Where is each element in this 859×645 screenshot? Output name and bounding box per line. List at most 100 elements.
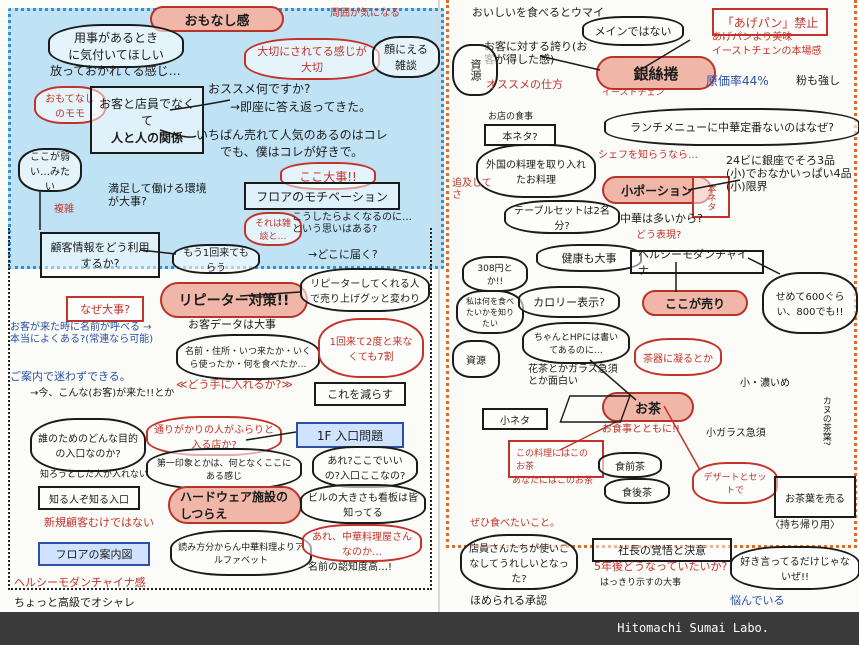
note-daiichi-inshou: 第一印象とかは、何となくここにある感じ bbox=[146, 448, 302, 490]
note-youji-2: に気付いてほしい bbox=[68, 48, 164, 62]
note-zehi: ぜひ食べたいこと。 bbox=[470, 518, 560, 529]
note-shokuji-tomoni: お食事とともに!! bbox=[602, 424, 681, 435]
note-floor-motivation: フロアのモチベーション bbox=[244, 182, 400, 210]
note-agepan-yori: あげパンより美味 bbox=[712, 32, 793, 43]
note-manzoku: 満足して働ける環境が大事? bbox=[108, 182, 207, 209]
note-shuui: 周囲が気になる bbox=[330, 8, 400, 19]
note-fukuzatsu: 複雑 bbox=[54, 204, 74, 215]
note-chotto-koukyu: ちょっと高級でオシャレ bbox=[14, 596, 135, 609]
note-nayande: 悩んでいる bbox=[730, 594, 785, 607]
note-dou-hyougen: どう表現? bbox=[636, 230, 682, 241]
note-sokuza: →即座に答え返ってきた。 bbox=[230, 100, 372, 114]
note-tsuikyu: 追及してさ bbox=[452, 178, 492, 201]
note-homerareru: ほめられる承認 bbox=[470, 594, 547, 607]
note-hokori: お客に対する誇り(お客が得した感) bbox=[484, 40, 588, 67]
note-eastchen: イーストチェン bbox=[602, 88, 665, 98]
note-calorie: カロリー表示? bbox=[518, 286, 620, 318]
note-honneta-1: 本ネタ? bbox=[484, 124, 556, 146]
note-kacha: 花茶とかガラス急須とか面白い bbox=[528, 364, 618, 387]
note-kou-shitara: こうしたらよくなるのに…という思いはある? bbox=[292, 212, 412, 235]
ginshijuan-pill: 銀絲捲 bbox=[596, 56, 716, 90]
page-divider bbox=[438, 0, 440, 612]
omotenashi-pill: おもなし感 bbox=[150, 6, 284, 32]
repeater-pill: リピーター対策!! bbox=[160, 282, 308, 318]
note-namae-yoberu: お客が来た時に名前が呼べる → 本当によくある?(常連なら可能) bbox=[10, 322, 154, 345]
note-healthy-modern: ヘルシーモダンチャイナ感 bbox=[14, 576, 146, 589]
footer-bar: Hitomachi Sumai Labo. bbox=[0, 612, 859, 645]
note-ninchido: 名前の認知度高…! bbox=[308, 562, 393, 573]
note-hp: ちゃんとHPには書いてあるのに… bbox=[522, 322, 630, 364]
note-oishii: おいしいを食べるとウマイ bbox=[472, 6, 604, 19]
note-garasu-kyusu: 小ガラス急須 bbox=[706, 428, 766, 439]
note-shigen-2: 資源 bbox=[452, 340, 500, 378]
note-ima-konna: →今、こんな(お客)が来た!!とか bbox=[30, 388, 175, 399]
note-chaki: 茶器に凝るとか bbox=[634, 338, 722, 376]
note-yomikata: 読み方分からん中華料理よりアルファベット bbox=[170, 530, 312, 576]
note-genkaritsu: 原価率44% bbox=[706, 74, 769, 88]
note-shokugo: 食後茶 bbox=[604, 478, 670, 504]
note-are-koko: あれ?ここでいいの?入口ここなの? bbox=[312, 446, 418, 488]
note-biru: ビルの大きさも看板は皆知ってる bbox=[300, 484, 426, 524]
note-healthy-modern-china: ヘルシーモダンチャイナ bbox=[630, 248, 764, 277]
note-24bi: 24ビに銀座でそろ3品(小)でおなかいっぱい4品(小)限界 bbox=[726, 154, 852, 194]
note-namae-jusho: 名前・住所・いつ来たか・いくら使ったか・何を食べたか… bbox=[176, 334, 320, 380]
note-mochikaeri: 〈持ち帰り用〉 bbox=[770, 520, 840, 531]
note-hottoka: 放っておかれてる感じ… bbox=[50, 64, 181, 78]
note-kokyaku-jouhou: 顧客情報をどう利用するか? bbox=[40, 232, 160, 278]
note-kono-ryouri-1: この料理にはこのお茶 bbox=[516, 449, 589, 472]
black-dotted-boundary bbox=[8, 228, 432, 590]
note-agepan: 「あげパン」禁止 bbox=[712, 8, 828, 36]
note-koneta: 小ネタ bbox=[482, 408, 548, 430]
note-dou-ireru: ≪どう手に入れるか?≫ bbox=[176, 378, 293, 391]
note-ikkai-kite: 1回来て2度と来なくても7割 bbox=[318, 318, 424, 378]
credit-text: Hitomachi Sumai Labo. bbox=[617, 621, 769, 635]
note-kankei-box: お客と店員でなくて 人と人の関係 bbox=[90, 86, 204, 154]
note-gaikoku: 外国の料理を取り入れたお料理 bbox=[476, 144, 596, 198]
note-okyaku: お客と店員でなくて bbox=[98, 96, 195, 128]
note-308en: 308円とか!! bbox=[462, 256, 528, 292]
note-shigen-1: 資源 bbox=[452, 44, 498, 96]
note-chef: シェフを知らうなら… bbox=[598, 150, 698, 161]
note-kore-herasu: これを減らす bbox=[314, 382, 406, 406]
note-osusume: おススメ何ですか? bbox=[208, 82, 311, 96]
note-watashi-tabetai: 私は何を食べたいかを知りたい bbox=[456, 290, 524, 334]
note-repeater-uriage: リピーターしてくれる人で売り上げグッと変わり bbox=[300, 268, 430, 312]
note-taisetsu: 大切にされてる感じが大切 bbox=[244, 38, 380, 80]
ocha-pill: お茶 bbox=[602, 392, 694, 422]
note-chuka-ryouri: あれ、中華料理屋さんなのか… bbox=[302, 524, 422, 562]
note-hakkiri: はっきり示すの大事 bbox=[600, 578, 682, 588]
note-kanu: カヌの茶葉? bbox=[820, 396, 831, 446]
koko-ga-uri-pill: ここが売り bbox=[642, 290, 748, 316]
hardware-pill: ハードウェア施設のしつらえ bbox=[168, 486, 302, 524]
note-ochaba: お茶葉を売る bbox=[774, 476, 856, 518]
note-chuka-ooi: 中華は多いから? bbox=[620, 212, 703, 225]
note-5nengo: 5年後どうなっていたいか? bbox=[594, 560, 728, 573]
note-ichiban: いちばん売れて人気のあるのはコレ bbox=[196, 128, 388, 142]
note-demo: でも、僕はコレが好きで。 bbox=[220, 145, 364, 159]
note-iriguchi-mondai: 1F 入口問題 bbox=[296, 422, 404, 448]
note-main-dewa: メインではない bbox=[582, 16, 684, 46]
note-omise-shokuji: お店の食事 bbox=[488, 112, 534, 122]
note-table-set: テーブルセットは2名分? bbox=[504, 200, 620, 234]
note-honba: イーストチェンの本場感 bbox=[712, 46, 822, 57]
note-annaizu: フロアの案内図 bbox=[38, 542, 150, 566]
note-shiruhito: 知る人ぞ知る入口 bbox=[38, 486, 140, 510]
note-shachou: 社長の覚悟と決意 bbox=[592, 538, 732, 562]
note-lunch-menu: ランチメニューに中華定番ないのはなぜ? bbox=[604, 108, 859, 146]
note-hito: 人と人の関係 bbox=[110, 130, 183, 145]
note-suki: 好き言ってるだけじゃないぜ!! bbox=[730, 546, 859, 590]
note-shinki: 新規顧客むけではない bbox=[44, 516, 154, 529]
note-osusume-kata: オススメの仕方 bbox=[486, 78, 563, 91]
note-kenkou: 健康も大事 bbox=[536, 244, 642, 272]
note-youji-bubble: 用事があるとき に気付いてほしい bbox=[48, 24, 184, 68]
note-mou-ikkai: もう1回来てもらう bbox=[172, 244, 260, 274]
note-doko: →どこに届く? bbox=[308, 248, 378, 261]
note-goannai: ご案内で迷わずできる。 bbox=[10, 370, 131, 383]
note-shokuzen: 食前茶 bbox=[598, 452, 662, 478]
whiteboard-sheet: おもなし感 周囲が気になる 用事があるとき に気付いてほしい 放っておかれてる感… bbox=[8, 0, 859, 612]
note-sore-wa: それは雑談と… bbox=[244, 212, 302, 246]
note-naze-daiji: なぜ大事? bbox=[66, 296, 144, 322]
note-semete: せめて600ぐらい、800でも!! bbox=[762, 272, 858, 334]
note-tenin: 店員さんたちが使いこなしてうれしいとなった? bbox=[460, 534, 578, 590]
note-kona: 粉も強し bbox=[796, 74, 840, 87]
